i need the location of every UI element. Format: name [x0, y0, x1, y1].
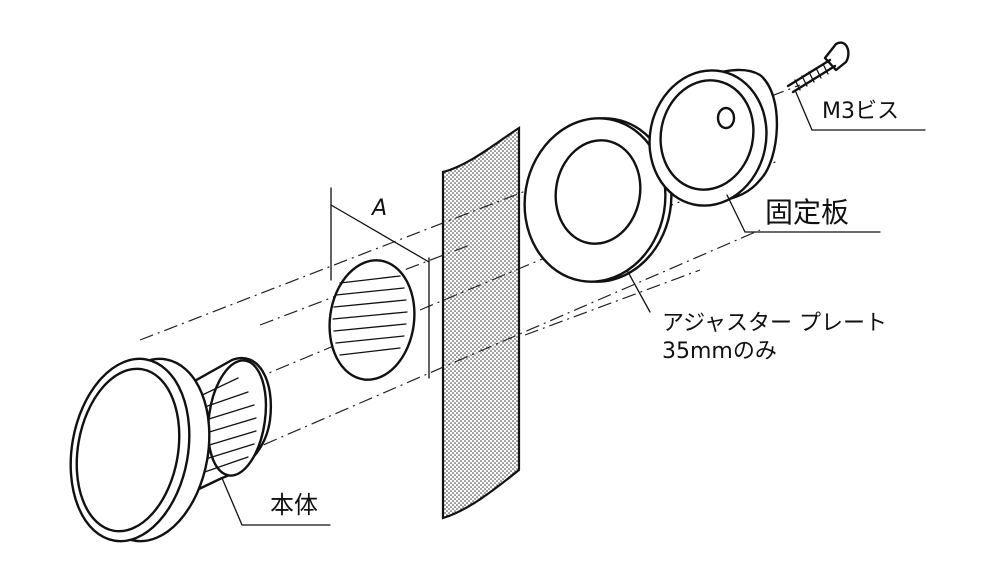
label-adjuster-plate: アジャスター プレート [662, 311, 887, 336]
label-adjuster-note: 35mmのみ [662, 339, 777, 364]
adjuster-plate [523, 117, 673, 283]
dimension-label: A [370, 196, 387, 221]
fixing-plate [648, 68, 779, 207]
m3-screw [786, 41, 850, 94]
label-fixing-plate: 固定板 [765, 196, 849, 229]
leader-lines [221, 89, 926, 526]
label-body: 本体 [270, 491, 318, 519]
body-part [69, 357, 273, 543]
dimension-a: A [330, 187, 430, 379]
label-m3-screw: M3ビス [822, 99, 899, 124]
wall-panel [441, 126, 521, 520]
wall-hole [328, 259, 416, 381]
